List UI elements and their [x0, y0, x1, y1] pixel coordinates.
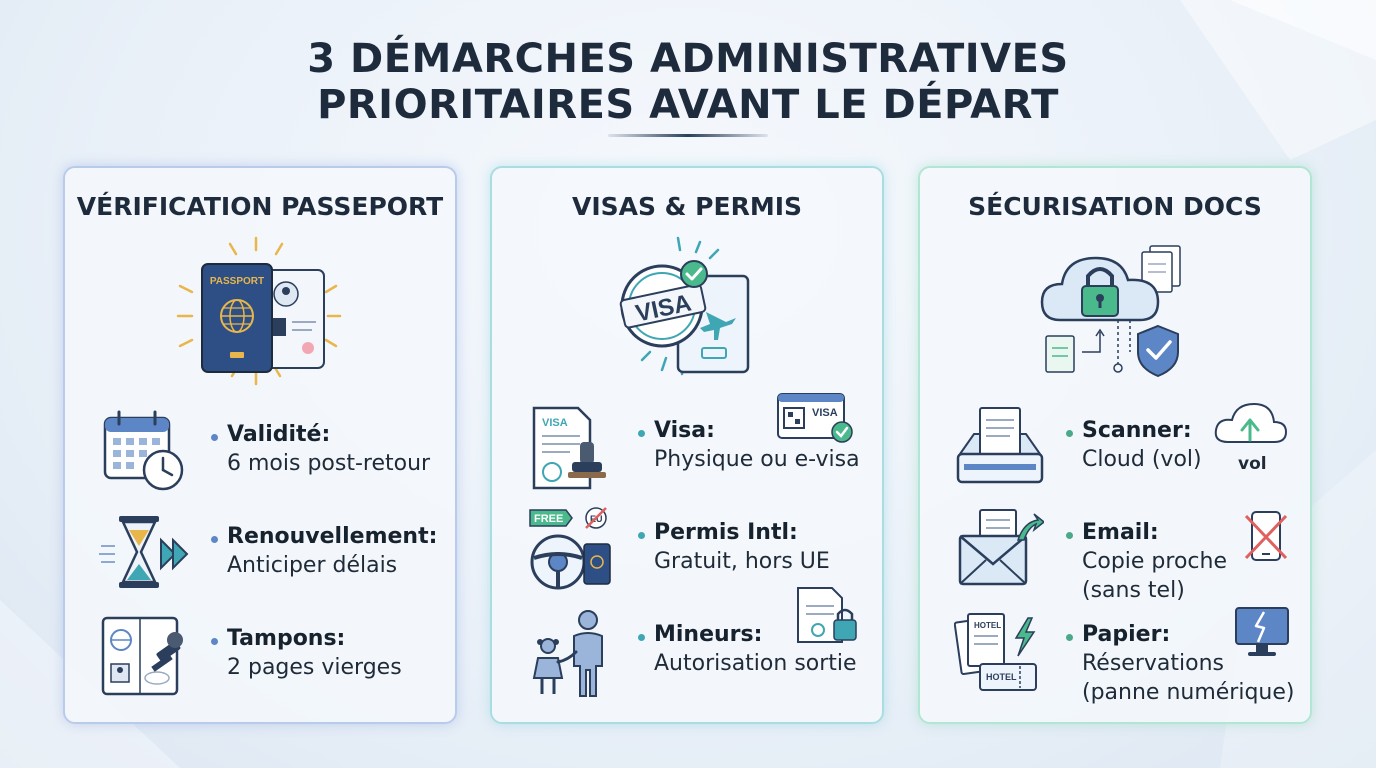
passport-label: PASSPORT: [210, 276, 264, 287]
security-hero: [920, 236, 1310, 378]
item-validity: Validité: 6 mois post-retour: [65, 408, 455, 504]
item-stamps: Tampons: 2 pages vierges: [65, 612, 455, 708]
cloud-upload-icon: [1214, 402, 1288, 443]
card-doc-security: SÉCURISATION DOCS: [918, 166, 1312, 724]
parent-child-icon: [526, 608, 616, 698]
bullet: [211, 638, 218, 645]
bullet: [1066, 430, 1073, 437]
vol-label: vol: [1238, 454, 1267, 474]
item-desc-line2: (sans tel): [1082, 578, 1185, 603]
item-paper: HOTEL HOTEL Papier: Réservations (panne …: [920, 607, 1310, 705]
item-desc: Autorisation sortie: [654, 651, 857, 676]
passport-stamp-icon: [99, 612, 189, 702]
page-title-line1: 3 DÉMARCHES ADMINISTRATIVES: [307, 36, 1069, 82]
page-title-line2: PRIORITAIRES AVANT LE DÉPART: [317, 82, 1059, 128]
visa-document-stamp-icon: VISA: [526, 404, 616, 494]
item-label: Renouvellement:: [227, 524, 438, 549]
item-desc: 6 mois post-retour: [227, 451, 431, 476]
card-passport-check: VÉRIFICATION PASSEPORT PASSPORT: [63, 166, 457, 724]
calendar-clock-icon: [99, 408, 189, 498]
bullet: [638, 532, 645, 539]
item-desc: 2 pages vierges: [227, 655, 402, 680]
item-desc-line1: Réservations: [1082, 651, 1224, 676]
broken-monitor-icon: [1235, 607, 1289, 656]
item-minors: Mineurs: Autorisation sortie: [492, 587, 882, 704]
item-email: Email: Copie proche (sans tel): [920, 506, 1310, 603]
e-visa-browser-icon: VISA: [777, 393, 853, 443]
cloud-lock-shield-icon: [1040, 245, 1181, 378]
scanner-icon: [954, 404, 1044, 494]
hourglass-fast-forward-icon: [99, 510, 189, 600]
card-title: VÉRIFICATION PASSEPORT: [76, 192, 444, 221]
card-title: VISAS & PERMIS: [571, 192, 803, 221]
card-visas-permits: VISAS & PERMIS VISA VISA: [490, 166, 884, 724]
bullet: [211, 536, 218, 543]
item-desc: Gratuit, hors UE: [654, 549, 830, 574]
item-desc-line1: Copie proche: [1082, 549, 1227, 574]
item-visa: VISA Visa: Physique ou e-visa VISA: [492, 393, 882, 500]
item-desc-line2: (panne numérique): [1082, 680, 1295, 705]
item-renewal: Renouvellement: Anticiper délais: [65, 510, 455, 606]
hotel-doc-label: HOTEL: [974, 621, 1001, 630]
card-title: SÉCURISATION DOCS: [968, 192, 1262, 221]
passport-hero: PASSPORT: [65, 236, 455, 386]
visa-hero: VISA: [492, 236, 882, 376]
visa-stamp-icon: VISA: [619, 236, 750, 376]
item-label: Validité:: [227, 422, 331, 447]
item-desc: Cloud (vol): [1082, 447, 1202, 472]
item-label: Papier:: [1082, 622, 1171, 647]
locked-document-icon: [797, 587, 857, 643]
hotel-paper-icon: HOTEL HOTEL: [953, 608, 1044, 698]
item-label: Mineurs:: [654, 622, 763, 647]
bullet: [211, 434, 218, 441]
crossed-phone-icon: [1244, 511, 1288, 561]
item-label: Visa:: [654, 418, 715, 443]
item-desc: Physique ou e-visa: [654, 447, 860, 472]
item-scanner: Scanner: Cloud (vol) vol: [920, 402, 1310, 500]
title-underline: [608, 134, 768, 137]
item-label: Email:: [1082, 520, 1159, 545]
svg-text:VISA: VISA: [542, 417, 568, 429]
passport-icon: PASSPORT: [176, 236, 342, 386]
bullet: [638, 430, 645, 437]
steering-wheel-permit-icon: FREE EU: [526, 506, 616, 596]
bullet: [1066, 532, 1073, 539]
item-intl-permit: FREE EU Permis Intl: Gratuit, hors UE: [492, 506, 882, 602]
free-tag: FREE: [534, 513, 563, 525]
e-visa-label: VISA: [812, 407, 838, 419]
page-title: 3 DÉMARCHES ADMINISTRATIVES PRIORITAIRES…: [0, 36, 1376, 128]
item-label: Tampons:: [227, 626, 346, 651]
svg-text:HOTEL: HOTEL: [986, 672, 1017, 682]
bullet: [1066, 634, 1073, 641]
item-desc: Anticiper délais: [227, 553, 398, 578]
item-label: Permis Intl:: [654, 520, 798, 545]
email-icon: [954, 506, 1046, 596]
bullet: [638, 634, 645, 641]
item-label: Scanner:: [1082, 418, 1192, 443]
